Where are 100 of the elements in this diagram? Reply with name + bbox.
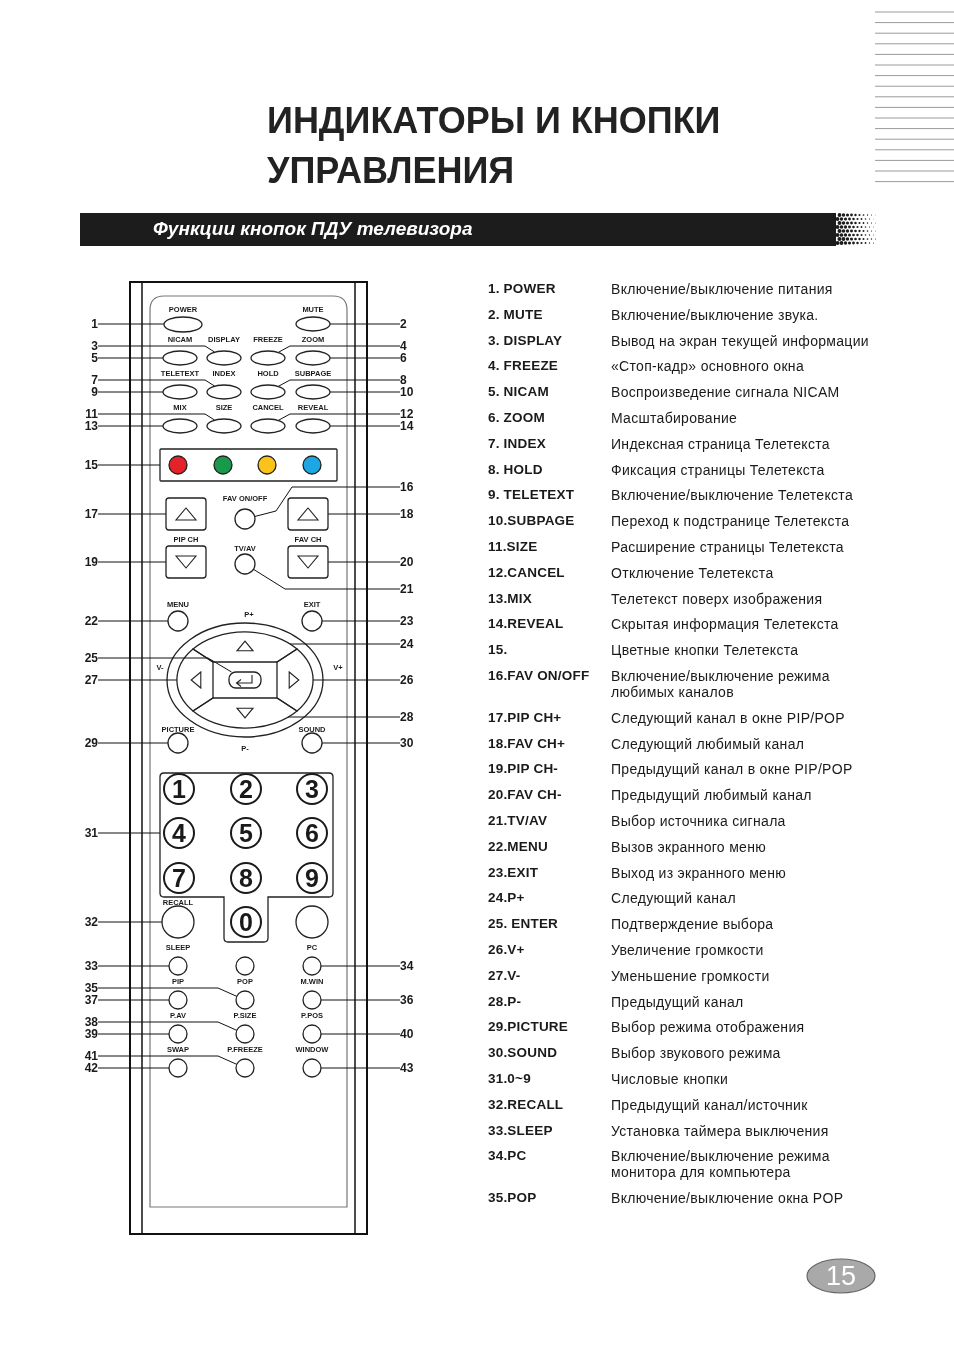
button-name: 14.REVEAL [488, 616, 565, 633]
callout-number: 13 [72, 419, 98, 433]
callout-number: 41 [72, 1049, 98, 1063]
callout-number: 1 [72, 317, 98, 331]
button-name: 13.MIX [488, 590, 533, 607]
button-name: 10.SUBPAGE [488, 513, 576, 530]
function-description: Скрытая информация Телетекста [611, 616, 840, 633]
callout-number: 8 [400, 373, 426, 387]
button-name: 21.TV/AV [488, 812, 549, 829]
function-description: Включение/выключение звука. [611, 306, 820, 323]
callout-number: 38 [72, 1015, 98, 1029]
function-description: Включение/выключение Телетекста [611, 487, 854, 504]
callout-number: 27 [72, 673, 98, 687]
leader-line [277, 345, 401, 353]
button-name: 5. NICAM [488, 384, 550, 401]
function-description: Увеличение громкости [611, 941, 765, 958]
callout-number: 43 [400, 1061, 426, 1075]
button-name: 9. TELETEXT [488, 487, 576, 504]
callout-number: 4 [400, 339, 426, 353]
number-button: 8 [230, 862, 262, 894]
leader-line [277, 413, 401, 421]
callout-number: 32 [72, 915, 98, 929]
leader-line [277, 379, 401, 387]
function-description: Предыдущий канал [611, 993, 745, 1010]
function-description: Предыдущий канал/источник [611, 1096, 809, 1113]
button-name: 28.P- [488, 993, 523, 1010]
function-description: Фиксация страницы Телетекста [611, 461, 826, 478]
callout-number: 37 [72, 993, 98, 1007]
leader-line [327, 561, 401, 563]
function-description: Масштабирование [611, 410, 739, 426]
number-button: 4 [163, 817, 195, 849]
callout-number: 5 [72, 351, 98, 365]
callout-number: 33 [72, 959, 98, 973]
function-description: Предыдущий любимый канал [611, 787, 813, 804]
number-button: 9 [296, 862, 328, 894]
function-description: Вызов экранного меню [611, 838, 767, 855]
leader-line [320, 965, 401, 967]
leader-line [97, 679, 178, 681]
function-description: Отключение Телетекста [611, 564, 775, 581]
function-description: Выход из экранного меню [611, 864, 788, 881]
leader-line [329, 323, 401, 325]
callout-number: 16 [400, 480, 426, 494]
leader-line [97, 345, 216, 353]
callout-number: 22 [72, 614, 98, 628]
button-name: 23.EXIT [488, 864, 540, 881]
leader-line [97, 1021, 238, 1031]
function-description: Подтверждение выбора [611, 916, 775, 933]
button-name: 17.PIP CH+ [488, 709, 563, 726]
section-heading: Функции кнопок ПДУ телевизора [153, 217, 473, 241]
callout-number: 36 [400, 993, 426, 1007]
number-button: 1 [163, 773, 195, 805]
leader-line [253, 568, 401, 590]
leader-line [97, 620, 169, 622]
leader-line [97, 657, 233, 673]
function-description: Переход к подстранице Телетекста [611, 513, 851, 530]
function-description: Следующий любимый канал [611, 735, 806, 752]
callout-number: 40 [400, 1027, 426, 1041]
page-number: 15 [826, 1262, 856, 1290]
leader-line [97, 742, 169, 744]
callout-number: 14 [400, 419, 426, 433]
button-name: 8. HOLD [488, 461, 544, 478]
button-name: 32.RECALL [488, 1096, 565, 1113]
callout-number: 29 [72, 736, 98, 750]
leader-line [321, 742, 401, 744]
function-description: Следующий канал в окне PIP/POP [611, 709, 846, 726]
leader-line [320, 1067, 401, 1069]
button-name: 12.CANCEL [488, 564, 566, 581]
button-name: 1. POWER [488, 281, 557, 297]
callout-number: 26 [400, 673, 426, 687]
number-button: 7 [163, 862, 195, 894]
function-description: Включение/выключение режима любимых каналов [611, 667, 831, 700]
callout-number: 24 [400, 637, 426, 651]
leader-line [97, 379, 216, 387]
callout-number: 12 [400, 407, 426, 421]
function-description: Выбор режима отображения [611, 1019, 806, 1036]
callout-number: 35 [72, 981, 98, 995]
callout-number: 39 [72, 1027, 98, 1041]
leader-line [97, 391, 164, 393]
callout-number: 19 [72, 555, 98, 569]
leader-line [97, 425, 164, 427]
leader-line [329, 425, 401, 427]
number-button: 6 [296, 817, 328, 849]
leader-line [97, 513, 167, 515]
button-name: 26.V+ [488, 941, 526, 958]
function-description: Цветные кнопки Телетекста [611, 642, 800, 659]
button-name: 27.V- [488, 967, 522, 984]
leader-line [97, 999, 170, 1001]
button-name: 24.P+ [488, 890, 526, 907]
callout-number: 6 [400, 351, 426, 365]
leader-line [321, 620, 401, 622]
callout-number: 2 [400, 317, 426, 331]
leader-line [97, 323, 165, 325]
leader-line [97, 1067, 170, 1069]
button-name: 30.SOUND [488, 1045, 559, 1062]
callout-number: 15 [72, 458, 98, 472]
button-name: 25. ENTER [488, 916, 560, 933]
leader-line [329, 391, 401, 393]
function-description: Предыдущий канал в окне PIP/POP [611, 761, 854, 778]
button-name: 16.FAV ON/OFF [488, 667, 591, 685]
leader-line [97, 464, 161, 466]
